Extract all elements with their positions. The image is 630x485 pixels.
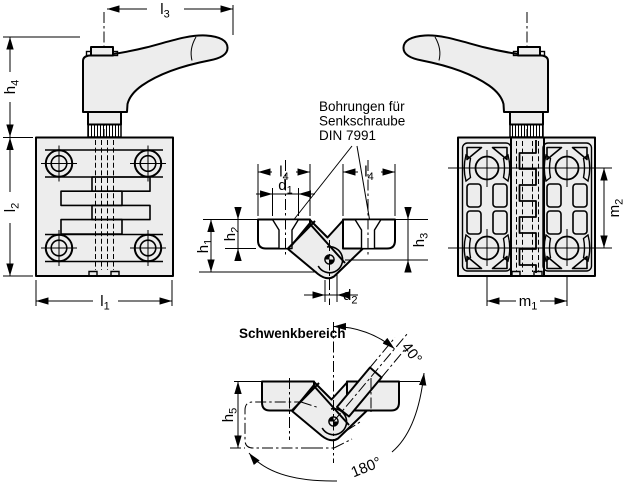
dim-l4-left: l4: [257, 164, 311, 216]
swivel-range-title: Schwenkbereich: [239, 326, 346, 341]
swivel-range-view: Schwenkbereich h5: [220, 322, 427, 482]
hinge-knuckle-weave: [45, 149, 163, 263]
rear-pocket-panel-right: [542, 142, 593, 272]
annotation-note: Bohrungen für Senkschraube DIN 7991: [287, 99, 405, 229]
label-h2: h2: [222, 227, 242, 241]
dim-h5: h5: [220, 381, 242, 448]
label-d2: d2: [343, 287, 357, 307]
leader-lines: [287, 145, 372, 229]
dim-d1: d1: [256, 177, 315, 216]
note-line-3: DIN 7991: [319, 128, 376, 143]
label-angle-40: 40°: [398, 339, 425, 367]
dim-m2: m2: [600, 168, 626, 248]
dim-h3: h3: [345, 207, 431, 273]
knuckle-joint-lines: [287, 219, 364, 280]
label-l3: l3: [160, 1, 169, 21]
note-line-2: Senkschraube: [319, 114, 405, 129]
rear-pocket-panel-left: [461, 142, 512, 272]
label-m1: m1: [519, 293, 538, 313]
label-h1: h1: [195, 239, 215, 253]
note-line-1: Bohrungen für: [319, 99, 405, 114]
label-l4-right: l4: [364, 164, 373, 184]
label-h4: h4: [2, 80, 22, 94]
rear-view: m2 m1: [402, 11, 626, 313]
label-d1: d1: [278, 177, 292, 197]
dim-d2: d2: [304, 274, 358, 307]
label-angle-180: 180°: [349, 454, 384, 481]
dim-l1: l1: [35, 280, 173, 313]
label-l4-left: l4: [279, 164, 288, 184]
dim-h4: h4: [2, 36, 80, 138]
label-l1: l1: [100, 293, 109, 313]
dim-h1: h1: [195, 219, 317, 273]
dim-l3: l3: [107, 1, 234, 35]
right-leaf-section: [342, 218, 396, 250]
label-h5: h5: [220, 408, 240, 422]
label-l2: l2: [2, 203, 22, 212]
dim-l2: l2: [2, 137, 33, 277]
mounting-holes-front: [41, 145, 166, 266]
label-h3: h3: [411, 233, 431, 247]
front-view: l3 h4 l2 l1: [2, 1, 234, 313]
dim-h2: h2: [222, 207, 256, 261]
hidden-pin-lines: [95, 140, 114, 270]
section-centerlines: [285, 160, 369, 305]
clamping-lever-front: [82, 11, 229, 141]
section-view: Bohrungen für Senkschraube DIN 7991 l4: [195, 99, 431, 307]
hinge-barrel-rear: [510, 137, 545, 276]
bottom-notch: [88, 270, 120, 276]
dim-l4-right: l4: [342, 164, 396, 216]
dim-m1: m1: [486, 277, 568, 313]
clamping-lever-rear: [402, 11, 549, 141]
label-m2: m2: [606, 199, 626, 218]
dim-angle-40: 40°: [333, 322, 425, 367]
